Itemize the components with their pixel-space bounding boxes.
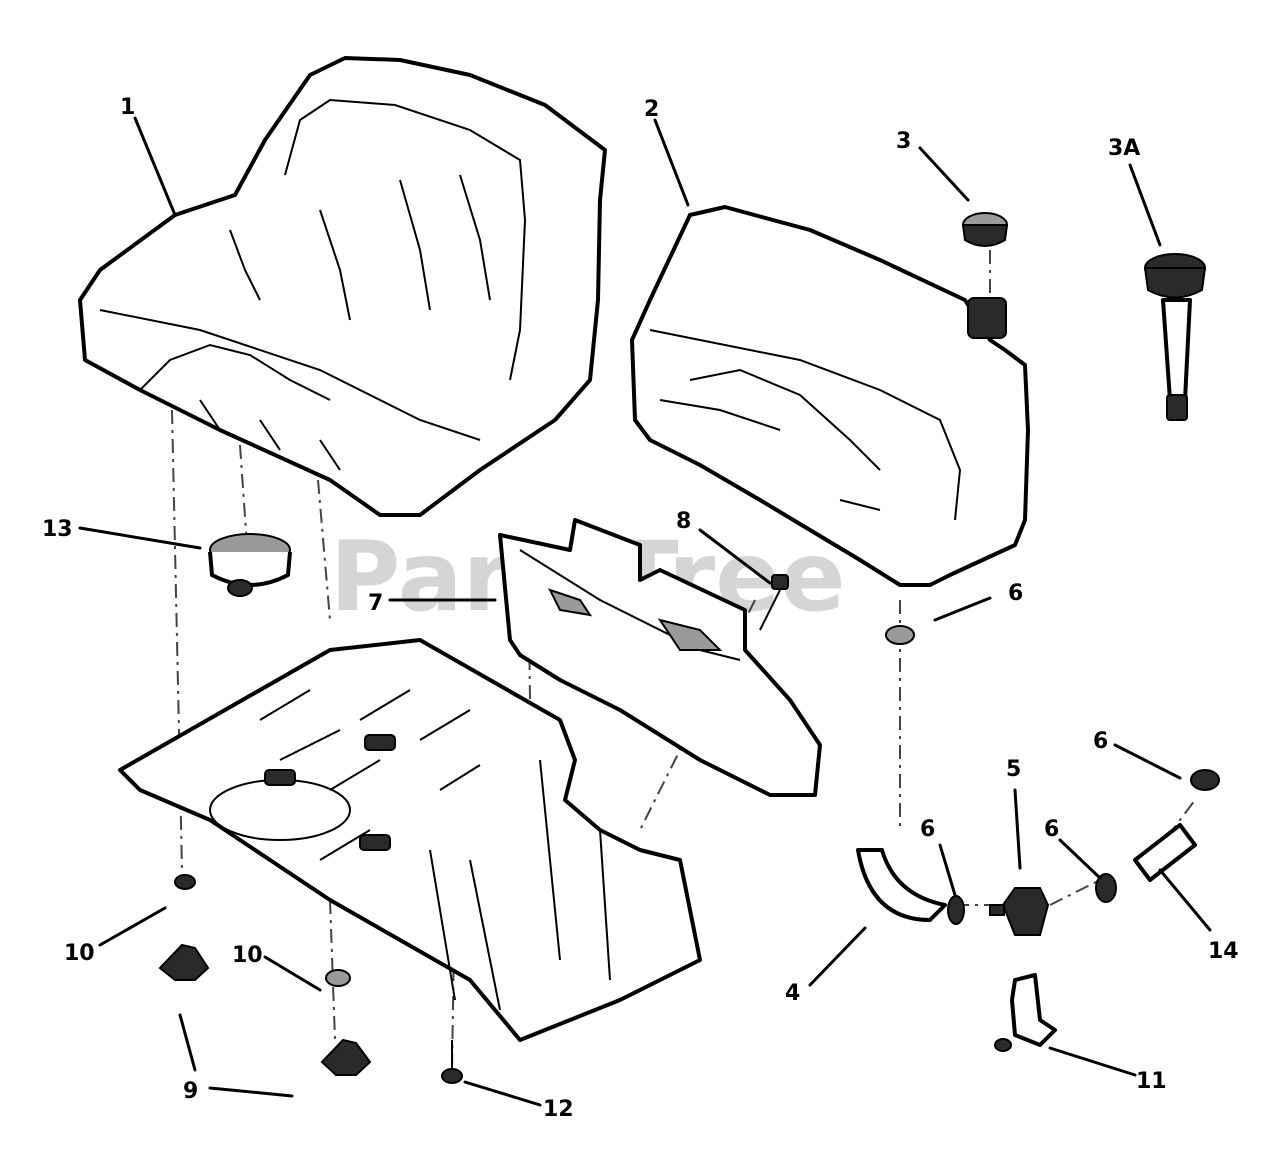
callout-12: 12 [543,1097,574,1122]
fuel-tank [630,205,1030,587]
bracket [498,518,822,797]
callouts: 1 2 3 3A 4 5 6 6 6 6 7 8 9 10 10 11 12 1… [42,95,1239,1122]
callout-10-left: 10 [64,941,95,966]
shutoff-valve [989,887,1050,936]
seat-pan [118,638,702,1042]
callout-10-right: 10 [232,943,263,968]
callout-6-left: 6 [920,817,935,842]
fuel-gauge-cap [1143,253,1207,421]
callout-14: 14 [1208,939,1239,964]
callout-8: 8 [676,509,691,534]
callout-11: 11 [1136,1069,1167,1094]
callout-6-tank: 6 [1008,581,1023,606]
callout-5: 5 [1006,757,1021,782]
callout-1: 1 [120,95,135,120]
fuel-filter [1133,823,1197,882]
fuel-cap [961,212,1009,247]
leader-lines [78,116,1212,1107]
callout-3: 3 [896,129,911,154]
clamp-top [1190,769,1220,791]
seat [78,56,607,517]
knob [208,533,292,597]
fitting [994,973,1057,1052]
wing-knob-right [320,1038,372,1076]
callout-2: 2 [644,97,659,122]
bolt [759,574,789,631]
callout-6-right: 6 [1044,817,1059,842]
clamp-right [1095,873,1117,903]
callout-7: 7 [368,591,383,616]
washer-left [174,874,196,890]
callout-4: 4 [785,981,800,1006]
callout-3a: 3A [1108,136,1140,161]
washer-right [325,969,351,987]
wing-knob-left [158,943,210,981]
callout-6-top: 6 [1093,729,1108,754]
clamp-left [947,895,965,925]
screw [441,1040,463,1084]
callout-9: 9 [183,1079,198,1104]
callout-13: 13 [42,517,73,542]
fuel-line [856,625,947,922]
